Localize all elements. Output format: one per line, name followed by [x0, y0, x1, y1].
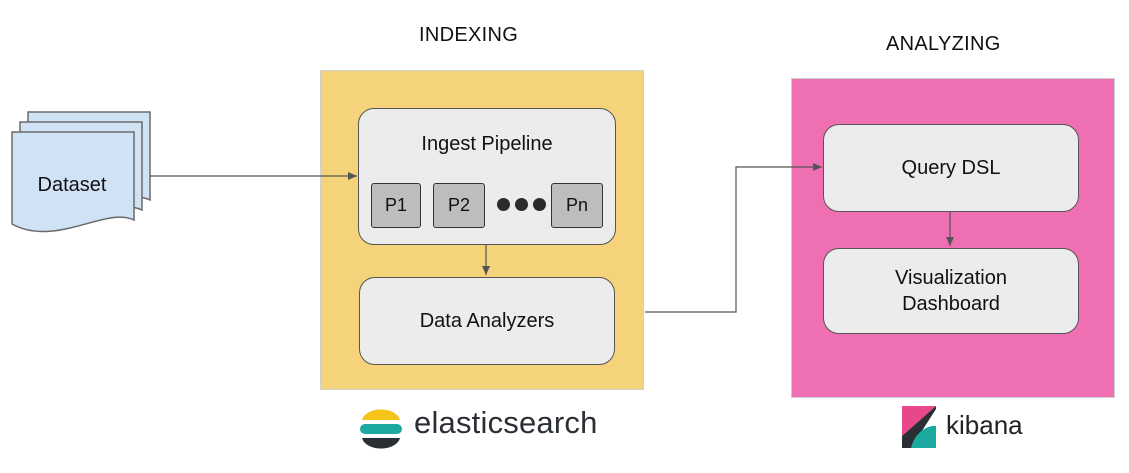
query-dsl-label: Query DSL: [901, 157, 1001, 179]
processor-pn: Pn: [551, 183, 603, 228]
processor-p1-label: P1: [384, 195, 408, 215]
dataset-label: Dataset: [37, 174, 107, 196]
indexing-title: INDEXING: [419, 24, 519, 46]
visualization-label: Visualization: [895, 267, 1007, 289]
processor-p1: P1: [371, 183, 421, 228]
kibana-logo-icon: [902, 406, 936, 448]
processor-pn-label: Pn: [565, 195, 589, 215]
ellipsis-icon: [497, 198, 546, 211]
ingest-pipeline-title: Ingest Pipeline: [421, 133, 553, 155]
data-analyzers-box: Data Analyzers: [359, 277, 615, 365]
dashboard-label: Dashboard: [902, 293, 1000, 315]
query-dsl-box: Query DSL: [823, 124, 1079, 212]
elasticsearch-logo-icon: [360, 409, 402, 449]
analyzers-to-query-arrow: [645, 163, 822, 313]
data-analyzers-label: Data Analyzers: [419, 310, 555, 332]
processor-p2: P2: [433, 183, 485, 228]
processor-p2-label: P2: [447, 195, 471, 215]
document-stack-icon: [11, 111, 151, 233]
analyzing-title: ANALYZING: [886, 33, 1001, 55]
visualization-dashboard-box: Visualization Dashboard: [823, 248, 1079, 334]
kibana-logo-text: kibana: [946, 410, 1023, 440]
elasticsearch-logo-text: elasticsearch: [414, 405, 598, 440]
